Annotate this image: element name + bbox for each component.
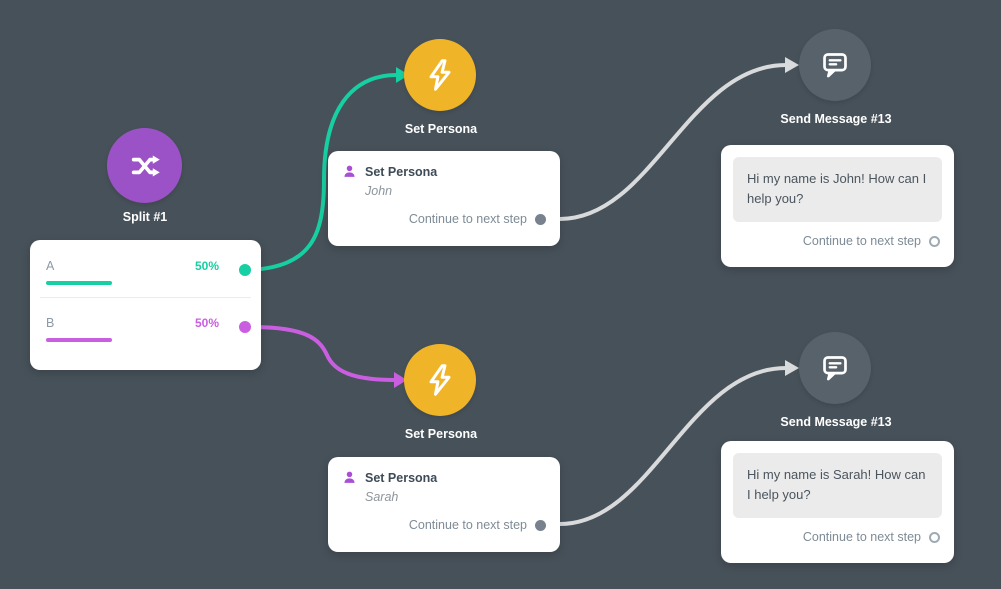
split-branch-a-percent: 50% (194, 259, 219, 273)
split-card-divider (40, 297, 251, 298)
connector-split-a-to-persona (249, 73, 399, 272)
continue-next-step-label: Continue to next step (802, 234, 921, 248)
persona-node-label-bottom: Set Persona (404, 427, 478, 441)
message-node-top[interactable] (799, 29, 871, 101)
split-card[interactable]: A 50% B 50% (30, 240, 261, 370)
filled-dot-port[interactable] (535, 519, 546, 531)
lightning-icon (422, 362, 458, 398)
split-branch-a-port[interactable] (239, 264, 251, 276)
message-text-box: Hi my name is John! How can I help you? (733, 157, 942, 222)
continue-next-step-label: Continue to next step (408, 212, 527, 226)
split-branch-b-percent: 50% (194, 316, 219, 330)
person-icon (342, 164, 357, 179)
arrowhead-gray-bottom (785, 360, 799, 376)
split-branch-b-bar (46, 338, 112, 342)
persona-card-top[interactable]: Set Persona John Continue to next step (328, 151, 560, 246)
arrowhead-gray-top (785, 57, 799, 73)
persona-card-title: Set Persona (365, 471, 438, 485)
lightning-icon (422, 57, 458, 93)
split-branch-a-label: A (46, 259, 55, 273)
message-card-bottom[interactable]: Hi my name is Sarah! How can I help you?… (721, 441, 954, 563)
filled-dot-port[interactable] (535, 213, 546, 225)
message-node-label-bottom: Send Message #13 (780, 415, 892, 429)
persona-card-subtitle: John (365, 184, 393, 198)
message-text-box: Hi my name is Sarah! How can I help you? (733, 453, 942, 518)
message-card-top[interactable]: Hi my name is John! How can I help you? … (721, 145, 954, 267)
chat-bubble-icon (818, 48, 852, 82)
split-branch-b-port[interactable] (239, 321, 251, 333)
connector-persona-to-message-top (558, 63, 788, 221)
continue-next-step-label: Continue to next step (408, 518, 527, 532)
message-node-bottom[interactable] (799, 332, 871, 404)
continue-next-step-label: Continue to next step (802, 530, 921, 544)
persona-node-label-top: Set Persona (404, 122, 478, 136)
continue-next-step-button[interactable]: Continue to next step (409, 212, 546, 226)
shuffle-icon (128, 149, 162, 183)
split-branch-b-label: B (46, 316, 55, 330)
persona-node-bottom[interactable] (404, 344, 476, 416)
connector-persona-to-message-bottom (558, 366, 788, 526)
persona-card-title: Set Persona (365, 165, 438, 179)
persona-card-subtitle: Sarah (365, 490, 399, 504)
ring-port[interactable] (929, 531, 940, 543)
message-node-label-top: Send Message #13 (780, 112, 892, 126)
arrowhead-teal (396, 67, 409, 83)
persona-card-bottom[interactable]: Set Persona Sarah Continue to next step (328, 457, 560, 552)
chat-bubble-icon (818, 351, 852, 385)
arrowhead-magenta (394, 372, 407, 388)
split-node[interactable] (107, 128, 182, 203)
person-icon (342, 470, 357, 485)
ring-port[interactable] (929, 235, 940, 247)
continue-next-step-button[interactable]: Continue to next step (803, 234, 940, 248)
continue-next-step-button[interactable]: Continue to next step (409, 518, 546, 532)
split-node-label: Split #1 (122, 210, 168, 224)
continue-next-step-button[interactable]: Continue to next step (803, 530, 940, 544)
connector-split-b-to-persona (249, 325, 397, 382)
split-branch-a-bar (46, 281, 112, 285)
persona-node-top[interactable] (404, 39, 476, 111)
